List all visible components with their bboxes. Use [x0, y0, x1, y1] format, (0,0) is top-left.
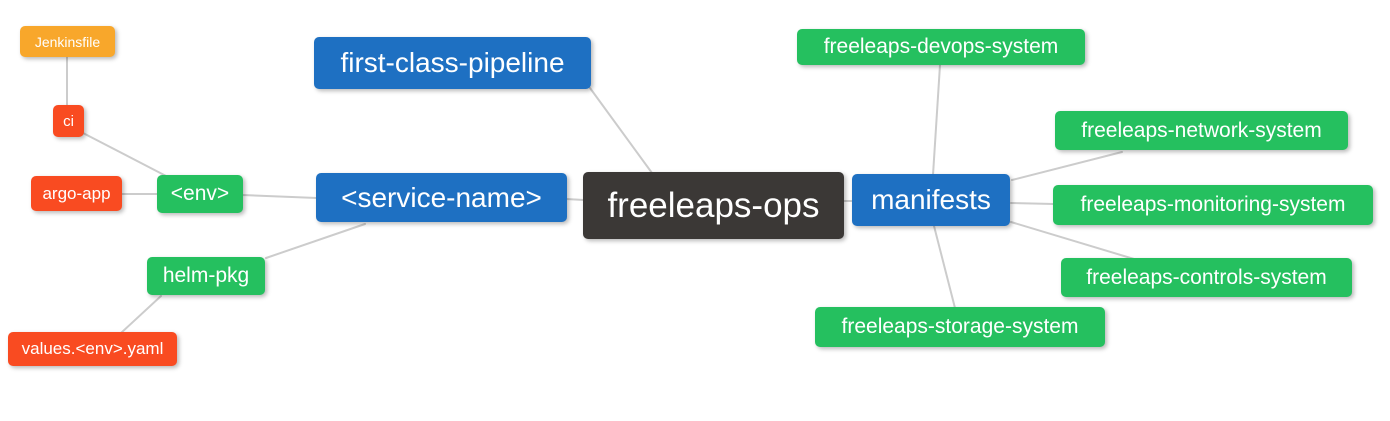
edge-manifests-devops: [932, 64, 941, 176]
node-freeleaps-ops[interactable]: freeleaps-ops: [583, 172, 844, 239]
edge-manifests-storage: [933, 225, 956, 309]
node-helm-pkg[interactable]: helm-pkg: [147, 257, 265, 295]
node-jenkinsfile[interactable]: Jenkinsfile: [20, 26, 115, 57]
edge-manifests-controls: [1010, 221, 1135, 260]
node-freeleaps-devops-system[interactable]: freeleaps-devops-system: [797, 29, 1085, 65]
node-argo-app[interactable]: argo-app: [31, 176, 122, 211]
edge-servicename-ops: [565, 198, 585, 201]
node-freeleaps-monitoring-system[interactable]: freeleaps-monitoring-system: [1053, 185, 1373, 225]
node-service-name[interactable]: <service-name>: [316, 173, 567, 222]
node-freeleaps-controls-system[interactable]: freeleaps-controls-system: [1061, 258, 1352, 297]
node-values-env-yaml[interactable]: values.<env>.yaml: [8, 332, 177, 366]
node-first-class-pipeline[interactable]: first-class-pipeline: [314, 37, 591, 89]
node-ci[interactable]: ci: [53, 105, 84, 137]
edge-ci-env: [82, 132, 169, 178]
node-freeleaps-storage-system[interactable]: freeleaps-storage-system: [815, 307, 1105, 347]
edge-manifests-network: [1011, 151, 1123, 181]
node-manifests[interactable]: manifests: [852, 174, 1010, 226]
edge-env-servicename: [241, 194, 318, 199]
edge-pipeline-ops: [589, 87, 653, 174]
node-env[interactable]: <env>: [157, 175, 243, 213]
edge-helmpkg-values: [120, 295, 162, 334]
edge-servicename-helmpkg: [265, 223, 366, 259]
edge-manifests-monitoring: [1010, 202, 1055, 205]
node-freeleaps-network-system[interactable]: freeleaps-network-system: [1055, 111, 1348, 150]
